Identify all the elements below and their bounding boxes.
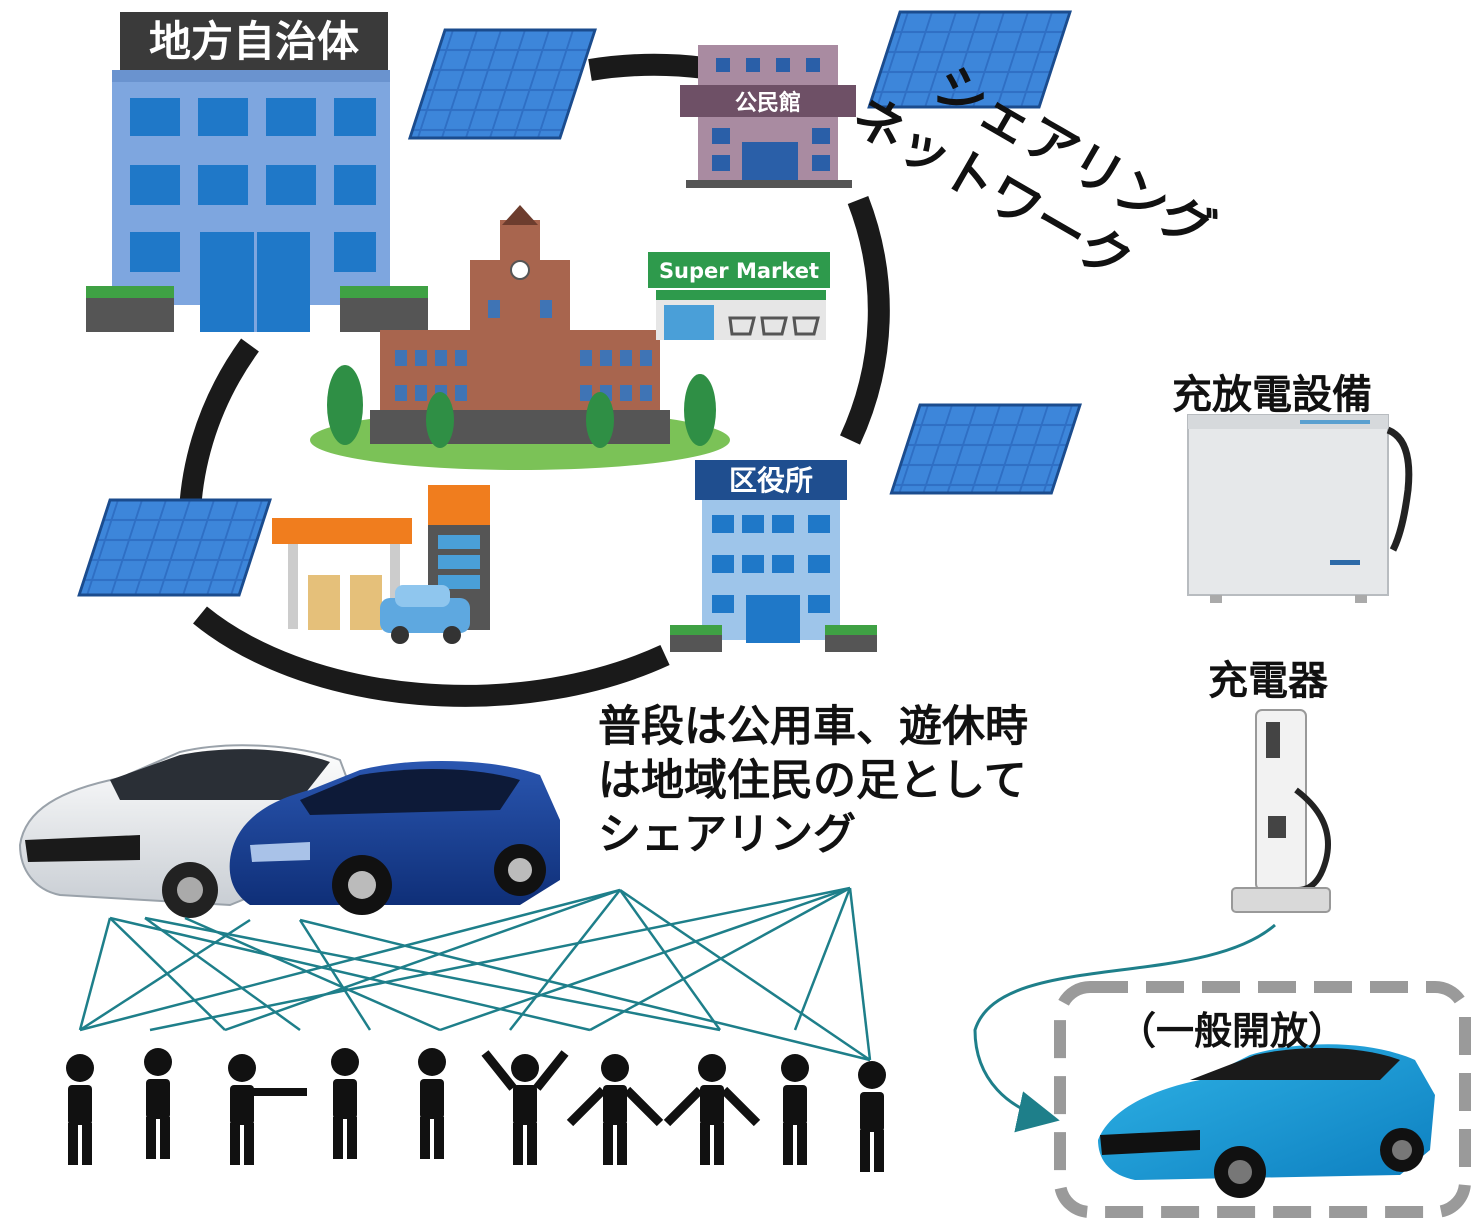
person-icon [566, 1054, 664, 1165]
discharge-unit-icon [1187, 414, 1413, 603]
city-hall-label: 地方自治体 [149, 17, 359, 66]
public-open-label: （一般開放） [1118, 1009, 1347, 1053]
person-icon [781, 1054, 809, 1165]
community-hall-label: 公民館 [735, 90, 801, 116]
ward-office-building [670, 460, 877, 652]
solar-panel-1-icon [407, 28, 597, 140]
discharger-label: 充放電設備 [1172, 372, 1372, 418]
solar-panel-4-icon [77, 498, 272, 597]
person-icon [331, 1048, 359, 1159]
gas-station-building [272, 485, 490, 644]
caption-line-3: シェアリング [598, 810, 856, 860]
person-icon [228, 1054, 307, 1165]
charger-label: 充電器 [1208, 658, 1328, 704]
caption-text: 普段は公用車、遊休時 は地域住民の足として シェアリング [598, 700, 1028, 862]
charger-icon [1231, 709, 1331, 913]
public-open-frame [1054, 981, 1471, 1218]
supermarket-label: Super Market [659, 259, 819, 283]
solar-panel-3-icon [889, 403, 1082, 495]
caption-line-1: 普段は公用車、遊休時 [598, 702, 1028, 752]
charge-arrow [973, 923, 1276, 1133]
shared-ev-car-blue [229, 760, 560, 915]
person-icon [481, 1050, 569, 1165]
person-icon [418, 1048, 446, 1159]
public-ev-car [1098, 1044, 1435, 1198]
ward-office-label: 区役所 [729, 464, 813, 497]
person-icon [144, 1048, 172, 1159]
person-icon [858, 1061, 886, 1172]
supermarket-building [648, 252, 830, 340]
person-icon [663, 1054, 761, 1165]
university-building [310, 205, 730, 470]
solar-panel-2-icon [867, 10, 1072, 109]
people-group [66, 1048, 886, 1172]
caption-line-2: は地域住民の足として [598, 756, 1027, 806]
community-hall-building [680, 45, 856, 188]
city-hall-building [86, 12, 428, 332]
sharing-connection-lines [78, 886, 872, 1062]
person-icon [66, 1054, 94, 1165]
